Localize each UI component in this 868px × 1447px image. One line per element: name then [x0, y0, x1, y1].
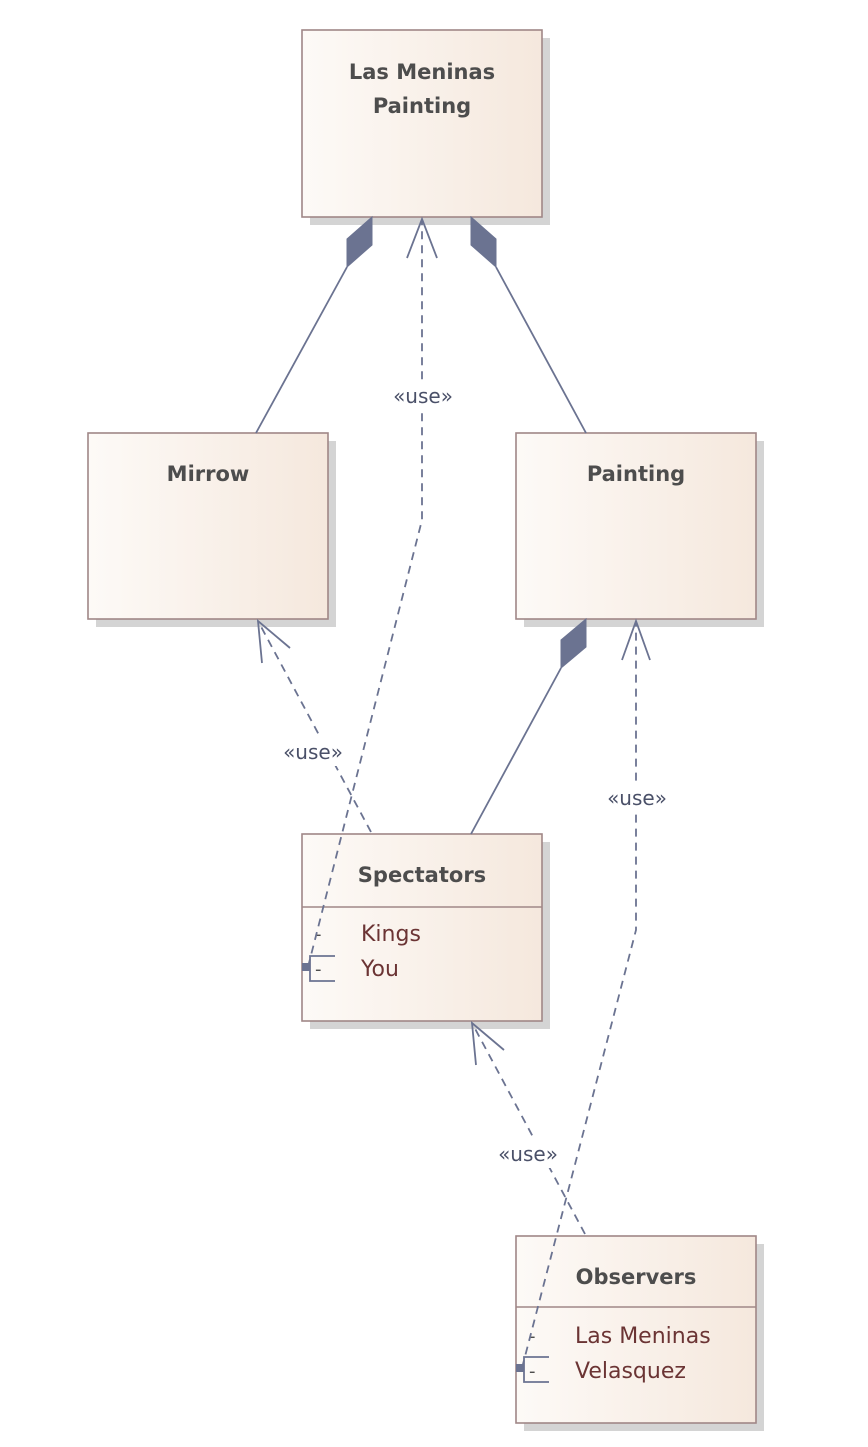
attribute-you[interactable]: You: [360, 957, 399, 982]
attribute-visibility: -: [529, 1361, 536, 1382]
composition-painting-to-las-meninas[interactable]: [470, 215, 587, 434]
attribute-visibility: -: [315, 959, 322, 980]
open-arrowhead: [470, 1020, 505, 1066]
class-mirrow[interactable]: Mirrow: [87, 432, 336, 627]
class-spectators[interactable]: Spectators - Kings - You: [301, 833, 550, 1029]
attribute-kings[interactable]: Kings: [361, 922, 421, 947]
attribute-las-meninas[interactable]: Las Meninas: [575, 1324, 711, 1349]
port-marker: [302, 963, 310, 971]
composition-diamond: [560, 617, 587, 670]
class-las-meninas-painting[interactable]: Las Meninas Painting: [301, 29, 550, 225]
stereotype-label: «use»: [283, 740, 343, 764]
usage-you-to-las-meninas[interactable]: «use»: [302, 216, 458, 982]
composition-mirrow-to-las-meninas[interactable]: [255, 215, 373, 434]
open-arrowhead: [406, 216, 438, 259]
attribute-velasquez[interactable]: Velasquez: [575, 1359, 686, 1384]
usage-observers-to-spectators[interactable]: «use»: [470, 1020, 586, 1235]
composition-diamond: [346, 215, 373, 269]
usage-velasquez-to-painting[interactable]: «use»: [516, 618, 672, 1383]
port-marker: [516, 1364, 524, 1372]
stereotype-label: «use»: [607, 786, 667, 810]
attribute-visibility: -: [315, 924, 322, 945]
open-arrowhead: [256, 618, 291, 664]
class-observers[interactable]: Observers - Las Meninas - Velasquez: [515, 1235, 764, 1431]
class-name: Observers: [576, 1265, 697, 1289]
composition-spectators-to-painting[interactable]: [470, 617, 587, 835]
stereotype-label: «use»: [393, 384, 453, 408]
class-name: Mirrow: [167, 462, 250, 486]
port-bracket: [309, 955, 335, 982]
class-name: Spectators: [358, 863, 486, 887]
class-name: Painting: [587, 462, 685, 486]
class-name-line1: Las Meninas: [349, 60, 495, 84]
class-painting[interactable]: Painting: [515, 432, 764, 627]
composition-diamond: [470, 215, 497, 269]
usage-spectators-to-mirrow[interactable]: «use»: [256, 618, 372, 833]
attribute-visibility: -: [529, 1326, 536, 1347]
port-bracket: [523, 1356, 549, 1383]
open-arrowhead: [621, 618, 651, 661]
class-name-line2: Painting: [373, 94, 471, 118]
stereotype-label: «use»: [498, 1142, 558, 1166]
